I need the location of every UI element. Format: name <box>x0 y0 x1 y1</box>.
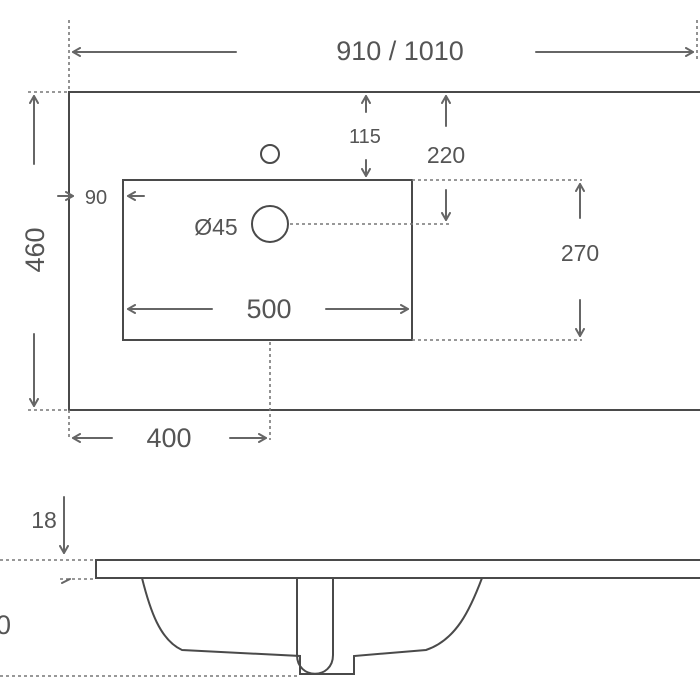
bowl-depth-label: 270 <box>561 240 599 266</box>
drain-offset-left-label: 400 <box>146 423 191 453</box>
tap-hole <box>260 144 280 164</box>
thickness-label: 18 <box>31 507 57 533</box>
basin-profile <box>141 577 483 675</box>
bowl-width-label: 500 <box>246 294 291 324</box>
bowl-offset-left-label: 90 <box>85 187 107 209</box>
side-view: 18 0 <box>0 496 700 677</box>
top-view: 910 / 1010 460 115 220 90 Ø45 500 270 <box>20 20 700 453</box>
bowl-outline <box>122 179 413 341</box>
drain-hole <box>251 205 289 243</box>
width-label: 910 / 1010 <box>336 36 464 66</box>
drain-trap <box>296 578 334 675</box>
depth-label: 460 <box>20 227 50 272</box>
countertop-outline <box>68 91 700 411</box>
height-label: 0 <box>0 610 11 640</box>
drain-diameter-label: Ø45 <box>194 214 237 240</box>
bowl-offset-top-label: 115 <box>349 126 381 148</box>
side-slab <box>95 559 700 579</box>
drain-offset-top-label: 220 <box>427 142 465 168</box>
height-arrow-up <box>61 578 71 584</box>
